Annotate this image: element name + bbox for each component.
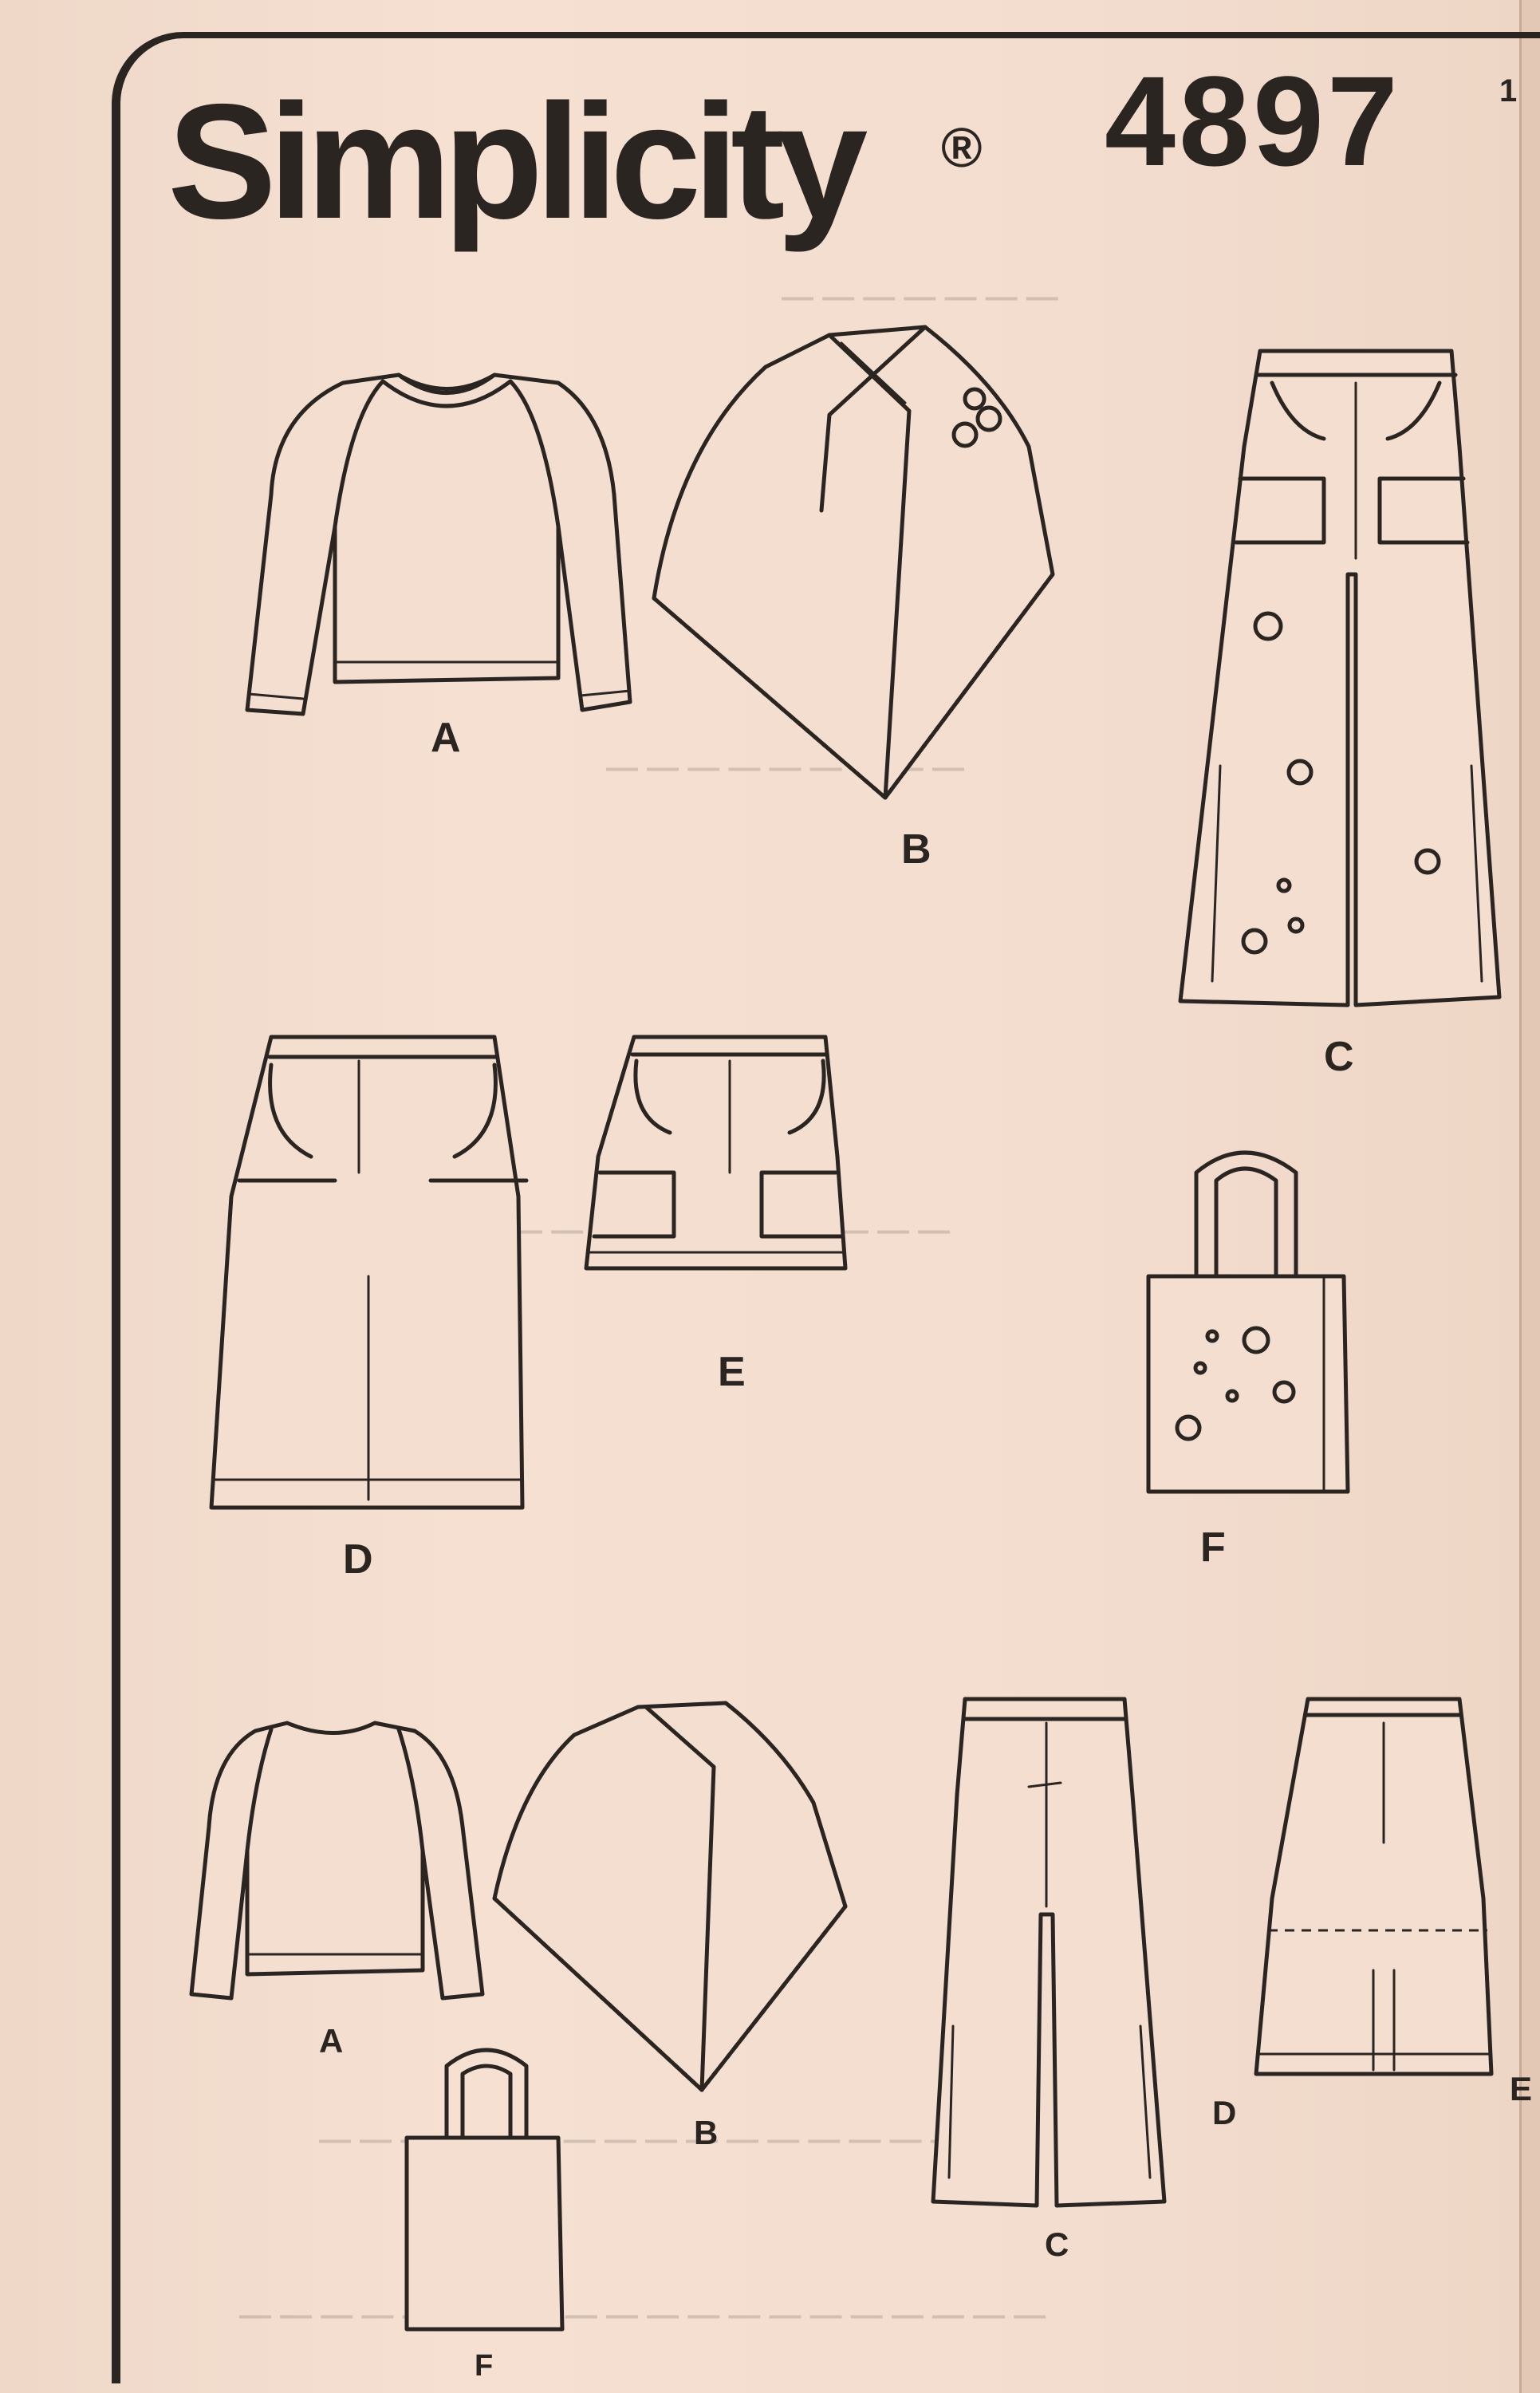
top-view-c-pants — [1178, 349, 1502, 1007]
top-view-d-long-skirt — [209, 1035, 529, 1510]
label-back-view-d: D — [1212, 2094, 1237, 2131]
top-view-a-raglan-top — [245, 373, 632, 716]
bottom-view-a-raglan-top-back — [189, 1721, 485, 2001]
top-view-b-poncho — [652, 325, 1055, 800]
label-view-e: E — [718, 1349, 746, 1395]
pattern-number: 4897 — [1105, 49, 1401, 192]
registered-mark: ® — [941, 116, 983, 179]
bottom-view-b-poncho-back — [492, 1701, 848, 2092]
label-back-view-e: E — [1510, 2070, 1533, 2107]
label-back-view-b: B — [694, 2114, 719, 2151]
label-back-view-f: F — [475, 2349, 494, 2383]
page-edge-strip — [1519, 0, 1540, 2393]
bottom-view-c-pants-back — [931, 1697, 1167, 2208]
bottom-view-d-e-skirt-back — [1254, 1697, 1494, 2076]
top-view-e-short-skirt — [584, 1035, 848, 1271]
top-view-f-tote-bag — [1146, 1150, 1350, 1494]
rounded-border-frame — [112, 32, 1540, 2383]
label-view-b: B — [901, 826, 931, 873]
label-view-a: A — [431, 715, 461, 761]
label-view-d: D — [343, 1536, 373, 1583]
brand-logo: Simplicity — [167, 70, 868, 253]
label-view-c: C — [1324, 1034, 1354, 1080]
label-back-view-a: A — [319, 2022, 344, 2060]
label-back-view-c: C — [1045, 2225, 1069, 2263]
bottom-view-f-tote-back — [404, 2048, 565, 2332]
label-view-f: F — [1200, 1524, 1226, 1571]
edge-number: 1 — [1499, 73, 1518, 108]
